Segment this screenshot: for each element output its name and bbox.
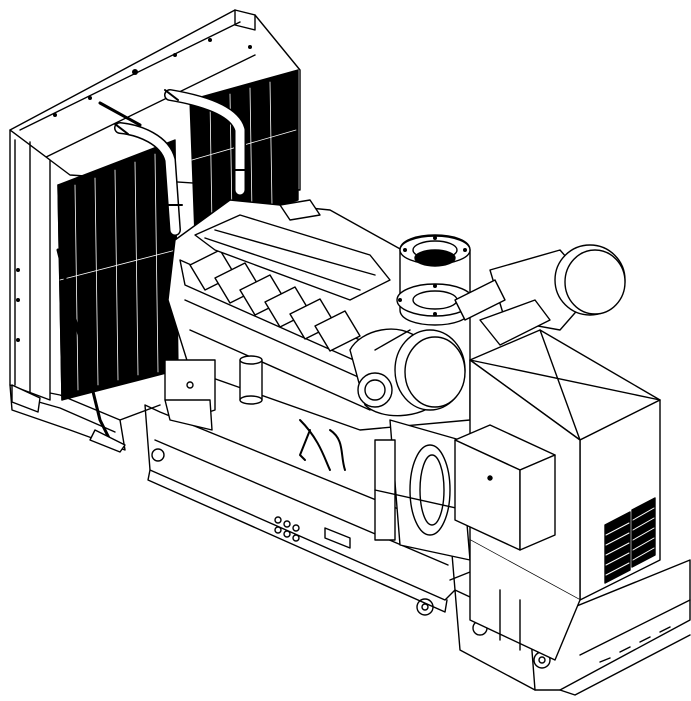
alternator: [454, 329, 661, 661]
radiator: [9, 9, 301, 453]
air-intake-left: [349, 328, 466, 417]
air-intake-right: [454, 244, 626, 346]
radiator-hoses: [98, 89, 248, 236]
flywheel-housing: [374, 419, 471, 561]
exhaust-outlet: [396, 234, 474, 326]
engine-block: [164, 199, 471, 471]
